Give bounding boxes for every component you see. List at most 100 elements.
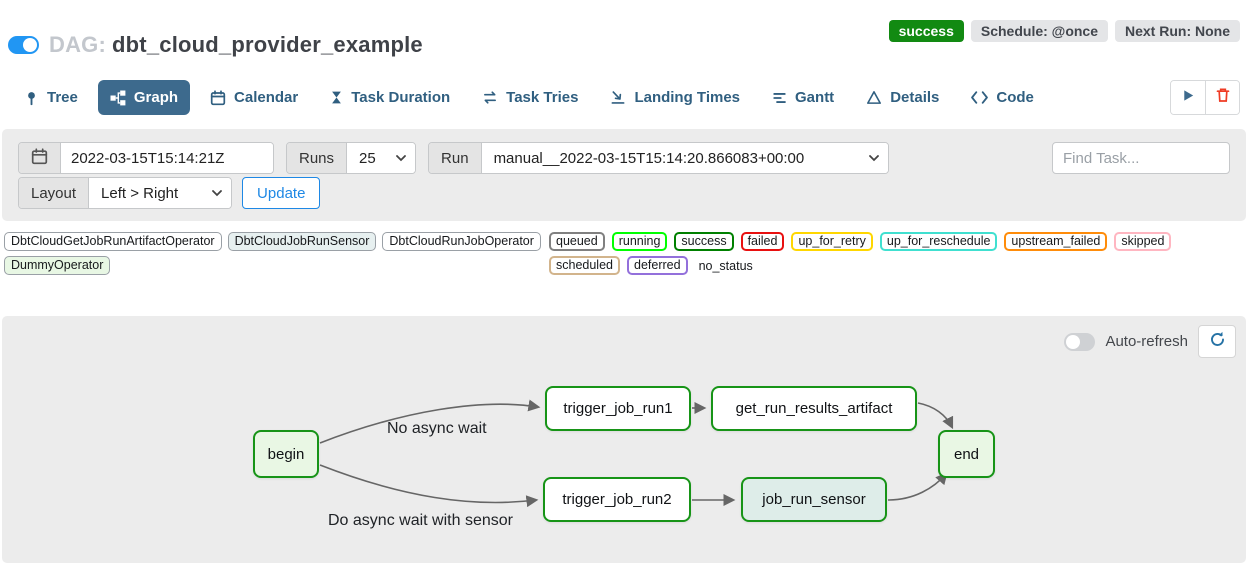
- update-button[interactable]: Update: [242, 177, 321, 209]
- status-chip-upstream_failed[interactable]: upstream_failed: [1004, 232, 1108, 251]
- tab-task-tries[interactable]: Task Tries: [470, 80, 590, 115]
- operator-chip: DbtCloudRunJobOperator: [382, 232, 541, 251]
- operator-chip: DbtCloudJobRunSensor: [227, 232, 377, 251]
- operator-chip: DbtCloudGetJobRunArtifactOperator: [4, 232, 222, 251]
- dag-header: DAG:dbt_cloud_provider_example success S…: [0, 0, 1248, 66]
- tab-details[interactable]: Details: [854, 80, 951, 115]
- operator-legend: DbtCloudGetJobRunArtifactOperator DbtClou…: [4, 232, 549, 275]
- filter-bar: Runs 25 Run manual__2022-03-15T15:14:20.…: [2, 129, 1246, 221]
- tab-label: Gantt: [795, 89, 835, 106]
- task-node-job_run_sensor[interactable]: job_run_sensor: [741, 477, 887, 522]
- task-node-trigger_job_run1[interactable]: trigger_job_run1: [545, 386, 691, 431]
- tree-icon: [24, 90, 39, 106]
- trigger-dag-button[interactable]: [1171, 81, 1205, 114]
- base-date-group: [18, 142, 274, 174]
- tab-label: Landing Times: [634, 89, 741, 106]
- status-chip-deferred[interactable]: deferred: [627, 256, 688, 275]
- tab-label: Task Duration: [351, 89, 451, 106]
- tab-calendar[interactable]: Calendar: [198, 80, 310, 115]
- hourglass-icon: [330, 90, 343, 105]
- code-icon: [971, 91, 989, 104]
- calendar-icon: [31, 147, 48, 169]
- edge-label: Do async wait with sensor: [328, 512, 513, 529]
- graph-icon: [110, 90, 126, 106]
- page-title: DAG:dbt_cloud_provider_example: [49, 32, 423, 58]
- triangle-icon: [866, 90, 882, 105]
- dag-name: dbt_cloud_provider_example: [112, 32, 423, 57]
- trash-icon: [1215, 87, 1231, 108]
- run-group: Run manual__2022-03-15T15:14:20.866083+0…: [428, 142, 889, 174]
- landing-icon: [610, 90, 626, 105]
- operator-chip: DummyOperator: [4, 256, 111, 275]
- status-legend: queued running success failed up_for_retry up…: [549, 232, 1244, 275]
- no-status-label: no_status: [698, 258, 753, 273]
- dag-actions: [1170, 80, 1240, 115]
- task-node-end[interactable]: end: [938, 430, 995, 478]
- schedule-badge: Schedule: @once: [970, 20, 1108, 42]
- num-runs-select[interactable]: 25: [347, 143, 416, 173]
- status-chip-up_for_reschedule[interactable]: up_for_reschedule: [879, 232, 998, 251]
- tab-tree[interactable]: Tree: [12, 80, 90, 115]
- tab-label: Tree: [47, 89, 78, 106]
- view-tabbar: Tree Graph Calendar Task Duration Task Tries…: [0, 66, 1248, 125]
- num-runs-group: Runs 25: [286, 142, 417, 174]
- graph-panel: Auto-refresh begin trigger_job_run1 get_ru…: [2, 316, 1246, 563]
- delete-dag-button[interactable]: [1205, 81, 1239, 114]
- tab-landing-times[interactable]: Landing Times: [598, 80, 752, 115]
- dag-prefix: DAG:: [49, 32, 107, 57]
- toggle-knob: [1066, 334, 1081, 349]
- filter-row-1: Runs 25 Run manual__2022-03-15T15:14:20.…: [18, 142, 1230, 174]
- tab-label: Code: [996, 89, 1034, 106]
- tab-graph[interactable]: Graph: [97, 80, 191, 115]
- status-badge: success: [888, 20, 964, 42]
- tab-task-duration[interactable]: Task Duration: [318, 80, 462, 115]
- status-chip-success[interactable]: success: [674, 232, 734, 251]
- calendar-addon[interactable]: [19, 143, 61, 173]
- tab-label: Task Tries: [506, 89, 579, 106]
- base-date-input[interactable]: [61, 143, 273, 173]
- auto-refresh-label: Auto-refresh: [1105, 333, 1188, 350]
- task-node-get_run_results_artifact[interactable]: get_run_results_artifact: [711, 386, 917, 431]
- repeat-icon: [482, 90, 498, 105]
- tab-label: Graph: [133, 89, 179, 106]
- refresh-button[interactable]: [1198, 325, 1236, 358]
- status-chip-queued[interactable]: queued: [549, 232, 605, 251]
- tab-label: Calendar: [234, 89, 299, 106]
- view-tabs: Tree Graph Calendar Task Duration Task Tries…: [12, 80, 1046, 115]
- auto-refresh-toggle[interactable]: [1064, 332, 1096, 351]
- layout-group: Layout Left > Right: [18, 177, 233, 209]
- filter-row-2: Layout Left > Right Update: [18, 177, 1230, 209]
- toggle-knob: [23, 38, 37, 52]
- status-chip-skipped[interactable]: skipped: [1114, 232, 1172, 251]
- tab-label: Details: [890, 89, 940, 106]
- next-run-badge: Next Run: None: [1115, 20, 1240, 42]
- gantt-icon: [772, 91, 787, 105]
- edge-begin-to-trigger_job_run1: [319, 399, 541, 444]
- dag-edges: [319, 399, 954, 508]
- edge-get_run_results_artifact-to-end: [917, 402, 954, 430]
- tab-gantt[interactable]: Gantt: [760, 80, 846, 115]
- graph-toolbar: Auto-refresh: [1064, 325, 1236, 358]
- dag-pause-toggle[interactable]: [8, 36, 39, 54]
- layout-select[interactable]: Left > Right: [89, 178, 232, 208]
- edge-begin-to-trigger_job_run2: [319, 464, 539, 508]
- status-chip-scheduled[interactable]: scheduled: [549, 256, 620, 275]
- layout-label: Layout: [19, 178, 90, 208]
- legend: DbtCloudGetJobRunArtifactOperator DbtClou…: [0, 221, 1248, 283]
- edge-label: No async wait: [387, 420, 487, 437]
- status-chip-up_for_retry[interactable]: up_for_retry: [791, 232, 873, 251]
- calendar-icon: [210, 89, 226, 106]
- find-task-input[interactable]: [1052, 142, 1230, 174]
- runs-label: Runs: [287, 143, 348, 173]
- status-chip-failed[interactable]: failed: [740, 232, 785, 251]
- run-select[interactable]: manual__2022-03-15T15:14:20.866083+00:00: [481, 143, 888, 173]
- tab-code[interactable]: Code: [959, 80, 1046, 115]
- task-node-begin[interactable]: begin: [253, 430, 319, 478]
- status-chip-running[interactable]: running: [611, 232, 668, 251]
- task-node-trigger_job_run2[interactable]: trigger_job_run2: [543, 477, 691, 522]
- edge-job_run_sensor-to-end: [887, 472, 948, 501]
- header-badges: success Schedule: @once Next Run: None: [888, 20, 1240, 42]
- play-icon: [1181, 88, 1196, 108]
- run-label: Run: [429, 143, 482, 173]
